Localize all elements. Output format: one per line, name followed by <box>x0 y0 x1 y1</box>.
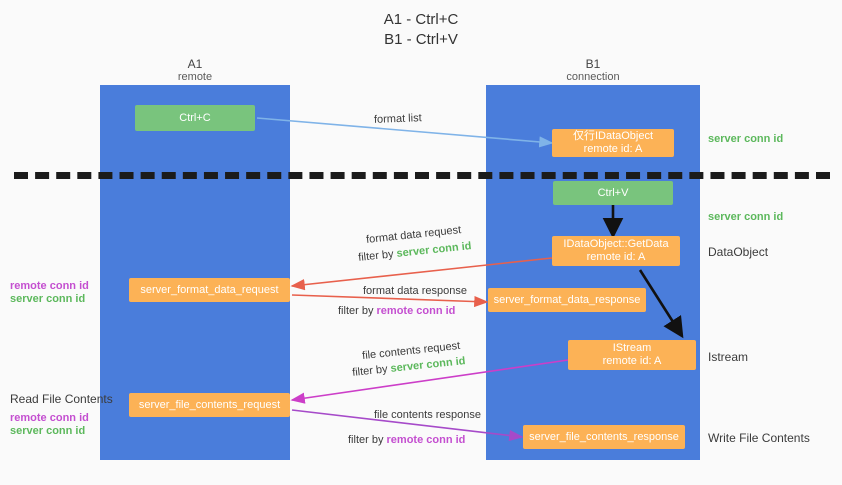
column-header-b1: B1 connection <box>533 58 653 84</box>
box-idataobject-getdata[interactable]: IDataObject::GetData remote id: A <box>552 236 680 266</box>
filter-value-remote-conn-id: remote conn id <box>386 434 466 446</box>
box-getdata-line2: remote id: A <box>586 251 646 263</box>
box-ctrl-v-label: Ctrl+V <box>597 186 629 199</box>
label-server-conn-id-1: server conn id <box>708 133 784 145</box>
label-file-server-conn-id: server conn id <box>10 425 86 437</box>
box-istream-line1: IStream <box>612 342 652 354</box>
flow-label-format-list: format list <box>373 112 422 126</box>
box-server-file-contents-response[interactable]: server_file_contents_response <box>523 425 685 449</box>
label-read-file-contents: Read File Contents <box>10 392 113 406</box>
column-a1-sub: remote <box>177 71 213 83</box>
column-b1-name: B1 <box>585 57 601 71</box>
box-server-format-data-request-label: server_format_data_request <box>140 283 279 296</box>
page-title: A1 - Ctrl+C B1 - Ctrl+V <box>0 10 842 50</box>
box-idataobject-line1: 仅行IDataObject <box>572 130 654 142</box>
box-server-format-data-response-label: server_format_data_response <box>493 293 641 306</box>
column-b1-sub: connection <box>566 71 620 83</box>
filter-value-remote-conn-id: remote conn id <box>376 305 456 317</box>
label-format-server-conn-id: server conn id <box>10 293 86 305</box>
label-dataobject: DataObject <box>708 245 769 259</box>
box-istream-line2: remote id: A <box>602 355 662 367</box>
box-server-format-data-request[interactable]: server_format_data_request <box>129 278 290 302</box>
box-server-file-contents-request-label: server_file_contents_request <box>138 398 281 411</box>
box-server-format-data-response[interactable]: server_format_data_response <box>488 288 646 312</box>
flow-label-file-contents-response: file contents response <box>374 409 482 421</box>
box-idataobject[interactable]: 仅行IDataObject remote id: A <box>552 129 674 157</box>
column-header-a1: A1 remote <box>135 58 255 84</box>
label-write-file-contents: Write File Contents <box>708 431 810 445</box>
label-istream: Istream <box>708 350 749 364</box>
filter-prefix: filter by <box>357 248 395 264</box>
box-ctrl-v[interactable]: Ctrl+V <box>553 181 673 205</box>
title-line-2: B1 - Ctrl+V <box>384 31 458 48</box>
filter-prefix: filter by <box>351 363 389 379</box>
box-idataobject-line2: remote id: A <box>583 143 643 155</box>
box-getdata-line1: IDataObject::GetData <box>563 238 669 250</box>
box-istream[interactable]: IStream remote id: A <box>568 340 696 370</box>
label-format-remote-conn-id: remote conn id <box>10 280 89 292</box>
label-server-conn-id-2: server conn id <box>708 211 784 223</box>
column-a1-name: A1 <box>187 57 203 71</box>
filter-prefix: filter by <box>348 434 384 446</box>
box-ctrl-c[interactable]: Ctrl+C <box>135 105 255 131</box>
filter-prefix: filter by <box>338 305 374 317</box>
label-file-remote-conn-id: remote conn id <box>10 412 89 424</box>
box-ctrl-c-label: Ctrl+C <box>179 111 211 124</box>
flow-label-format-data-response: format data response <box>363 285 467 297</box>
box-server-file-contents-response-label: server_file_contents_response <box>529 430 679 443</box>
box-server-file-contents-request[interactable]: server_file_contents_request <box>129 393 290 417</box>
flow-label-file-contents-response-filter: filter by remote conn id <box>348 433 465 448</box>
section-divider <box>14 172 830 179</box>
flow-label-format-data-response-filter: filter by remote conn id <box>338 304 455 319</box>
title-line-1: A1 - Ctrl+C <box>383 11 459 28</box>
